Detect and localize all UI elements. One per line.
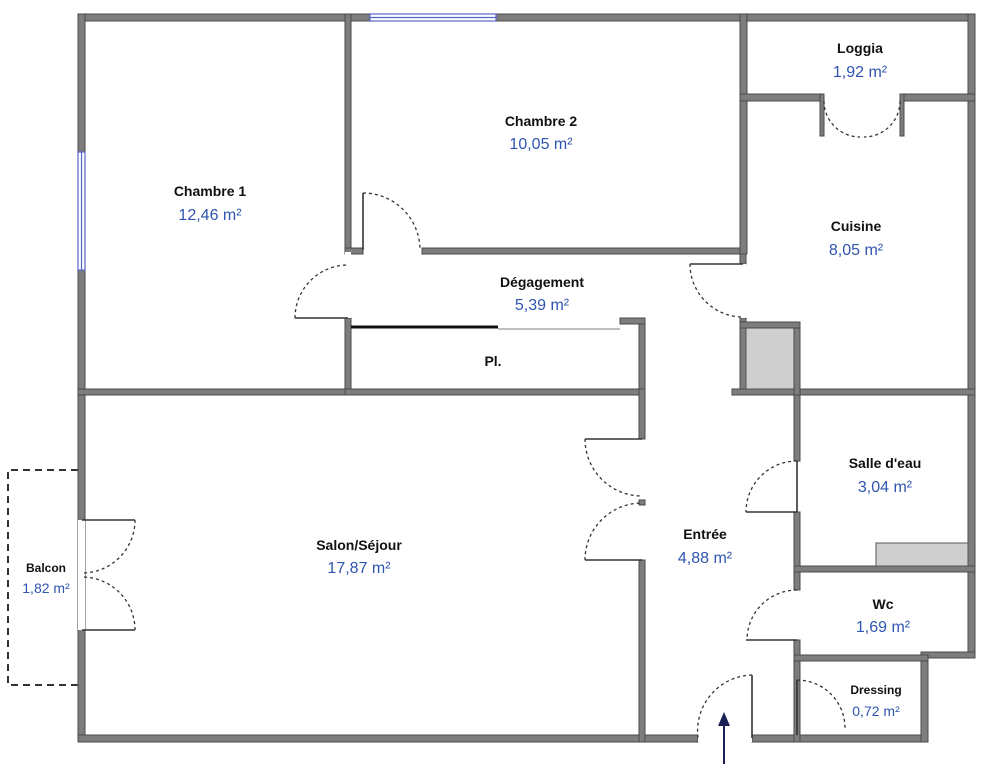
room-balcon: Balcon 1,82 m² — [22, 561, 70, 596]
entrance-arrow-icon — [718, 712, 730, 764]
room-name: Entrée — [683, 526, 727, 542]
room-name: Dressing — [850, 683, 901, 697]
room-name: Cuisine — [831, 218, 882, 234]
room-area: 5,39 m² — [515, 297, 570, 314]
room-area: 17,87 m² — [327, 560, 391, 577]
duct-shaft — [745, 327, 795, 390]
room-area: 1,92 m² — [833, 64, 888, 81]
room-degagement: Dégagement 5,39 m² — [500, 274, 584, 314]
room-salle-d-eau: Salle d'eau 3,04 m² — [849, 455, 922, 496]
room-area: 1,82 m² — [22, 580, 70, 596]
room-name: Pl. — [484, 353, 501, 369]
room-salon-sejour: Salon/Séjour 17,87 m² — [316, 537, 402, 577]
room-area: 10,05 m² — [509, 136, 573, 153]
room-name: Balcon — [26, 561, 66, 575]
room-name: Chambre 2 — [505, 113, 578, 129]
room-area: 8,05 m² — [829, 242, 884, 259]
room-name: Salle d'eau — [849, 455, 922, 471]
doors — [81, 100, 901, 739]
room-name: Salon/Séjour — [316, 537, 402, 553]
room-chambre-1: Chambre 1 12,46 m² — [174, 183, 247, 224]
room-wc: Wc 1,69 m² — [856, 596, 911, 636]
room-loggia: Loggia 1,92 m² — [833, 40, 888, 81]
balcony-outline — [7, 469, 78, 686]
room-name: Wc — [873, 596, 894, 612]
room-cuisine: Cuisine 8,05 m² — [829, 218, 884, 259]
room-placard: Pl. — [484, 353, 501, 369]
room-area: 4,88 m² — [678, 550, 733, 567]
room-chambre-2: Chambre 2 10,05 m² — [505, 113, 578, 153]
room-area: 0,72 m² — [852, 703, 900, 719]
room-name: Dégagement — [500, 274, 584, 290]
room-entree: Entrée 4,88 m² — [678, 526, 733, 567]
room-area: 1,69 m² — [856, 619, 911, 636]
windows — [77, 13, 497, 271]
room-area: 12,46 m² — [178, 207, 242, 224]
room-area: 3,04 m² — [858, 479, 913, 496]
room-name: Loggia — [837, 40, 883, 56]
room-dressing: Dressing 0,72 m² — [850, 683, 901, 719]
shower-tray — [875, 542, 969, 567]
room-name: Chambre 1 — [174, 183, 247, 199]
